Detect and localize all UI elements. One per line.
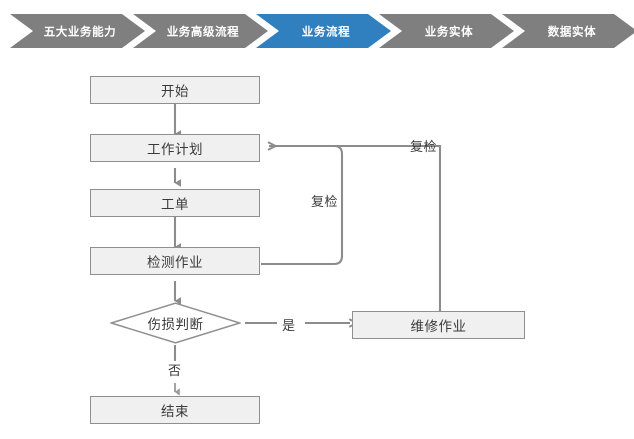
chevron-shape-active <box>256 14 391 48</box>
node-start[interactable]: 开始 <box>90 76 260 104</box>
process-flow-diagram: 开始 工作计划 工单 检测作业 伤损判断 维修作业 结束 复检 复检 是 否 <box>0 58 634 439</box>
breadcrumb-step-5-label: 数据实体 <box>548 25 596 39</box>
edge-label-decision-yes: 是 <box>282 319 296 334</box>
breadcrumb-step-2[interactable]: 业务高级流程 <box>133 14 268 48</box>
diamond-shape <box>108 302 243 344</box>
node-work-order[interactable]: 工单 <box>90 189 260 217</box>
node-work-plan-label: 工作计划 <box>147 142 203 158</box>
breadcrumb: 五大业务能力 业务高级流程 业务流程 业务实体 数据实体 <box>0 0 634 58</box>
node-damage-decision[interactable]: 伤损判断 <box>108 302 243 344</box>
breadcrumb-step-3[interactable]: 业务流程 <box>256 14 391 48</box>
node-end[interactable]: 结束 <box>90 396 260 424</box>
node-end-label: 结束 <box>161 404 189 420</box>
node-repair-task-label: 维修作业 <box>410 319 467 335</box>
chevron-shape <box>502 14 634 48</box>
breadcrumb-step-4[interactable]: 业务实体 <box>379 14 514 48</box>
node-work-plan[interactable]: 工作计划 <box>90 134 260 162</box>
node-work-order-label: 工单 <box>161 197 189 213</box>
chevron-shape <box>379 14 514 48</box>
edge-label-reinspect-outer: 复检 <box>410 140 438 155</box>
chevron-shape <box>133 14 268 48</box>
breadcrumb-step-5[interactable]: 数据实体 <box>502 14 634 48</box>
node-start-label: 开始 <box>161 84 189 100</box>
breadcrumb-step-1-label: 五大业务能力 <box>44 25 117 39</box>
edge-label-reinspect-inner: 复检 <box>311 195 339 210</box>
breadcrumb-step-3-label: 业务流程 <box>302 25 350 39</box>
node-repair-task[interactable]: 维修作业 <box>352 311 525 339</box>
chevron-shape <box>10 14 145 48</box>
connector-layer <box>173 104 442 396</box>
breadcrumb-step-1[interactable]: 五大业务能力 <box>10 14 145 48</box>
node-inspection-task-label: 检测作业 <box>147 255 203 271</box>
breadcrumb-step-4-label: 业务实体 <box>425 25 473 39</box>
node-inspection-task[interactable]: 检测作业 <box>90 247 260 275</box>
edge-reinspect-outer <box>269 144 442 311</box>
breadcrumb-step-2-label: 业务高级流程 <box>167 25 240 39</box>
edge-label-decision-no: 否 <box>168 364 182 379</box>
